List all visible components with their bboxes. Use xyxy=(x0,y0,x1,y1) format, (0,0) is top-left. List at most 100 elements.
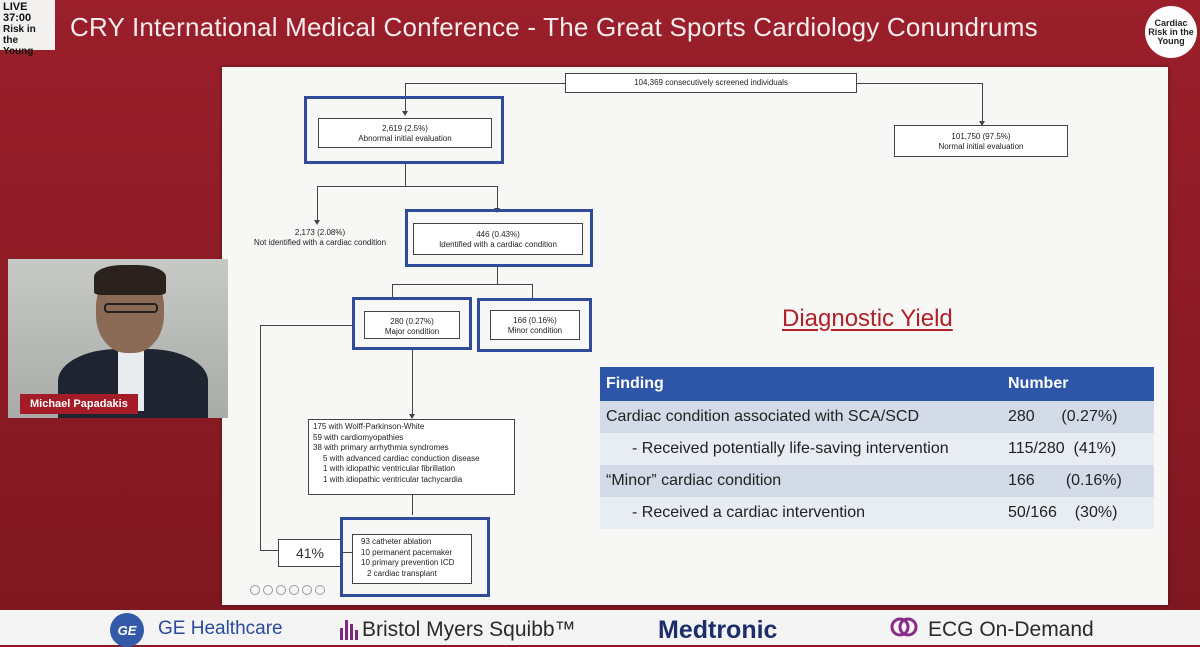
connector xyxy=(317,186,318,222)
connector xyxy=(532,284,533,298)
highlight-minor xyxy=(477,298,592,352)
next-slide-icon[interactable] xyxy=(263,585,273,595)
list-item: 175 with Wolff-Parkinson-White xyxy=(313,422,425,431)
logo-line-1: Cardiac xyxy=(1154,17,1188,28)
conference-title: CRY International Medical Conference - T… xyxy=(70,12,1038,42)
list-item: 93 catheter ablation xyxy=(361,537,432,546)
identified-box: 446 (0.43%) Identified with a cardiac co… xyxy=(413,223,583,255)
normal-count: 101,750 (97.5%) xyxy=(951,132,1011,141)
prev-slide-icon[interactable] xyxy=(250,585,260,595)
intervention-percent: 41% xyxy=(278,539,342,567)
ecg-logo-icon xyxy=(890,617,918,637)
channel-label-1: Risk in the xyxy=(3,24,36,46)
major-label: Major condition xyxy=(384,327,440,336)
cry-logo: Cardiac Risk in the Young xyxy=(1145,6,1197,58)
more-options-icon[interactable] xyxy=(315,585,325,595)
logo-line-3: Young xyxy=(1157,35,1185,46)
connector xyxy=(260,325,354,326)
speaker-name-tag: Michael Papadakis xyxy=(20,394,138,414)
arrow xyxy=(409,414,415,419)
slide-controls xyxy=(250,585,325,595)
connector xyxy=(412,495,413,515)
number-cell: 280 (0.27%) xyxy=(1002,401,1154,433)
number-cell: 166 (0.16%) xyxy=(1002,465,1154,497)
not-identified-text: 2,173 (2.08%) Not identified with a card… xyxy=(230,228,410,248)
finding-cell: Cardiac condition associated with SCA/SC… xyxy=(600,401,1002,433)
zoom-icon[interactable] xyxy=(302,585,312,595)
presentation-slide: 104,369 consecutively screened individua… xyxy=(222,67,1168,605)
intervention-percent-text: 41% xyxy=(295,545,325,561)
list-item: 1 with idiopathic ventricular tachycardi… xyxy=(323,474,463,484)
arrow xyxy=(314,220,320,225)
arrow xyxy=(979,121,985,126)
highlight-identified xyxy=(405,209,593,267)
connector xyxy=(497,186,498,210)
list-item: 1 with idiopathic ventricular fibrillati… xyxy=(323,464,456,473)
bms-logo-icon xyxy=(340,616,358,640)
finding-cell: - Received potentially life-saving inter… xyxy=(600,433,1002,465)
minor-label: Minor condition xyxy=(507,326,563,335)
normal-box: 101,750 (97.5%) Normal initial evaluatio… xyxy=(894,125,1068,157)
highlight-major xyxy=(352,297,472,350)
live-timer: LIVE 37:00 xyxy=(3,1,32,24)
connector xyxy=(260,325,261,550)
highlight-abnormal xyxy=(304,96,504,164)
table-row: “Minor” cardiac condition 166 (0.16%) xyxy=(600,465,1154,497)
logo-line-2: Risk in the xyxy=(1148,26,1194,37)
flow-top-text: 104,369 consecutively screened individua… xyxy=(634,78,788,87)
table-row: Cardiac condition associated with SCA/SC… xyxy=(600,401,1154,433)
sponsor-bar: GE GE Healthcare Bristol Myers Squibb™ M… xyxy=(0,610,1200,647)
list-item: 59 with cardiomyopathies xyxy=(313,432,404,442)
diagnostic-yield-table: Finding Number Cardiac condition associa… xyxy=(600,367,1154,529)
connector xyxy=(405,83,565,84)
channel-label-2: Young xyxy=(3,46,34,57)
finding-cell: - Received a cardiac intervention xyxy=(600,497,1002,529)
highlight-interventions xyxy=(340,517,490,597)
connector xyxy=(317,186,497,187)
minor-count: 166 (0.16%) xyxy=(513,316,557,325)
list-item: 10 primary prevention ICD xyxy=(361,558,455,567)
not-identified-label: Not identified with a cardiac condition xyxy=(253,238,387,247)
connector xyxy=(982,83,983,123)
abnormal-label: Abnormal initial evaluation xyxy=(358,134,452,143)
pen-icon[interactable] xyxy=(276,585,286,595)
connector xyxy=(260,550,278,551)
connector xyxy=(412,350,413,416)
speaker-hair xyxy=(94,265,166,295)
list-item: 2 cardiac transplant xyxy=(367,568,437,578)
table-row: - Received a cardiac intervention 50/166… xyxy=(600,497,1154,529)
ge-logo-icon: GE xyxy=(110,613,144,647)
list-item: 10 permanent pacemaker xyxy=(361,547,453,557)
sponsor-ge: GE Healthcare xyxy=(158,618,283,639)
connector xyxy=(392,284,393,298)
abnormal-count: 2,619 (2.5%) xyxy=(382,124,428,133)
major-box: 280 (0.27%) Major condition xyxy=(364,311,460,339)
diagnostic-yield-title: Diagnostic Yield xyxy=(782,305,953,332)
speaker-glasses xyxy=(104,303,158,313)
abnormal-box: 2,619 (2.5%) Abnormal initial evaluation xyxy=(318,118,492,148)
connector xyxy=(342,552,360,553)
live-badge: LIVE 37:00 Risk in the Young xyxy=(0,0,55,57)
header-finding: Finding xyxy=(600,367,1002,401)
sponsor-ecg: ECG On-Demand xyxy=(928,618,1094,641)
identified-label: Identified with a cardiac condition xyxy=(439,240,557,249)
finding-cell: “Minor” cardiac condition xyxy=(600,465,1002,497)
connector xyxy=(392,284,532,285)
list-item: 5 with advanced cardiac conduction disea… xyxy=(323,453,480,463)
normal-label: Normal initial evaluation xyxy=(938,142,1024,151)
connector xyxy=(405,164,406,186)
major-conditions-list: 175 with Wolff-Parkinson-White 59 with c… xyxy=(308,419,515,495)
connector xyxy=(497,267,498,284)
number-cell: 50/166 (30%) xyxy=(1002,497,1154,529)
list-item: 38 with primary arrhythmia syndromes xyxy=(313,443,449,452)
minor-box: 166 (0.16%) Minor condition xyxy=(490,310,580,340)
connector xyxy=(857,83,982,84)
not-identified-count: 2,173 (2.08%) xyxy=(294,228,346,237)
interventions-list: 93 catheter ablation 10 permanent pacema… xyxy=(352,534,472,584)
number-cell: 115/280 (41%) xyxy=(1002,433,1154,465)
header-number: Number xyxy=(1002,367,1154,401)
pointer-icon[interactable] xyxy=(289,585,299,595)
sponsor-medtronic: Medtronic xyxy=(658,616,778,644)
identified-count: 446 (0.43%) xyxy=(476,230,520,239)
table-row: - Received potentially life-saving inter… xyxy=(600,433,1154,465)
